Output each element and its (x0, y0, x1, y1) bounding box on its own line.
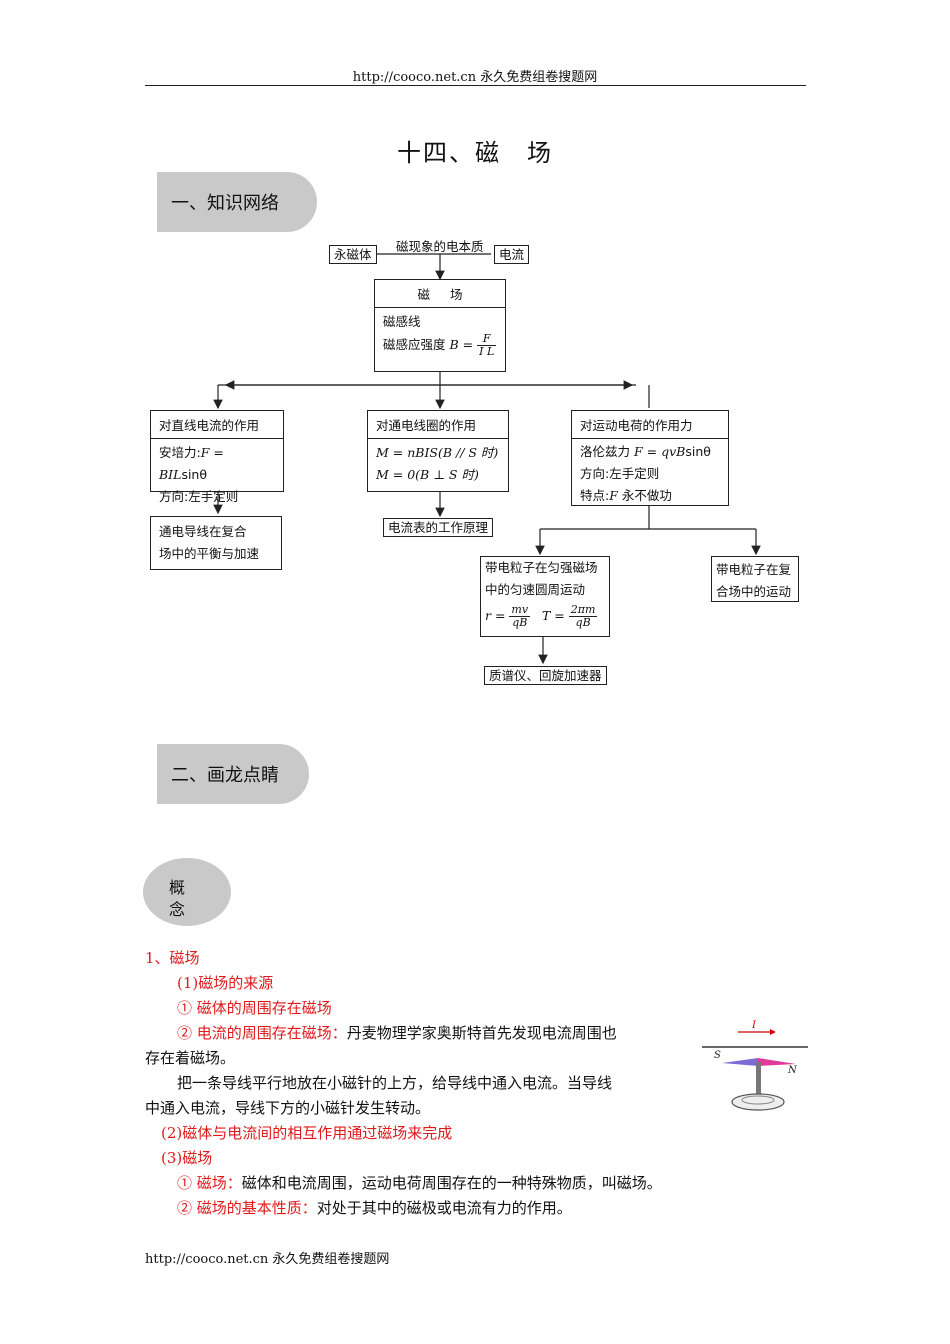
title-part1: 十四、磁 (397, 139, 501, 167)
subheading-field: (3)磁场 (161, 1149, 213, 1167)
title-part2: 场 (527, 139, 553, 167)
oersted-experiment-figure: I S N (702, 1020, 808, 1111)
section-label-knowledge-network: 一、知识网络 (157, 172, 317, 232)
point-field-property: ② 磁场的基本性质：对处于其中的磁极或电流有力的作用。 (177, 1199, 572, 1217)
header-rule (145, 85, 806, 86)
page-header: http://cooco.net.cn 永久免费组卷搜题网 (352, 70, 598, 85)
box-ammeter-principle: 电流表的工作原理 (383, 518, 494, 537)
subheading-interaction: (2)磁体与电流间的相互作用通过磁场来完成 (161, 1124, 453, 1142)
section-label-key-points: 二、画龙点睛 (157, 744, 309, 804)
concept-char1: 概 (169, 878, 186, 897)
box-composite-balance: 通电导线在复合 场中的平衡与加速 (150, 516, 282, 570)
page-title: 十四、磁场 (0, 133, 950, 168)
box-current: 电流 (494, 245, 530, 264)
point-current-field: ② 电流的周围存在磁场：丹麦物理学家奥斯特首先发现电流周围也 (177, 1024, 617, 1042)
page-footer: http://cooco.net.cn 永久免费组卷搜题网 (145, 1252, 390, 1267)
box-moving-charge: 对运动电荷的作用力 洛伦兹力 F = qvBsinθ 方向:左手定则 特点:F … (571, 410, 729, 506)
heading-magnetic-field: 1、磁场 (145, 949, 200, 967)
n-pole-label: N (787, 1065, 798, 1076)
box-uniform-field-bottom (480, 636, 610, 637)
point-field-definition: ① 磁场：磁体和电流周围，运动电荷周围存在的一种特殊物质，叫磁场。 (177, 1174, 662, 1192)
point-magnet-field: ① 磁体的周围存在磁场 (177, 999, 332, 1017)
needle-s-icon (722, 1058, 758, 1066)
box-mass-spectrometer: 质谱仪、回旋加速器 (484, 666, 607, 685)
box-straight-current: 对直线电流的作用 安培力:F = BILsinθ 方向:左手定则 (150, 410, 284, 504)
concept-char2: 念 (169, 900, 186, 919)
point-current-field-cont: 存在着磁场。 (145, 1049, 236, 1067)
paragraph-experiment-cont: 中通入电流，导线下方的小磁针发生转动。 (145, 1099, 431, 1117)
label-electric-nature: 磁现象的电本质 (396, 239, 484, 254)
field-lines-text: 磁感线 (383, 314, 421, 329)
current-label: I (751, 1020, 757, 1031)
diagram-connectors (213, 253, 761, 665)
box-composite-motion: 带电粒子在复 合场中的运动 (711, 556, 799, 602)
paragraph-experiment: 把一条导线平行地放在小磁针的上方，给导线中通入电流。当导线 (177, 1074, 613, 1092)
concept-badge: 概 念 (143, 858, 231, 926)
box-permanent-magnet: 永磁体 (329, 245, 377, 264)
box-coil: 对通电线圈的作用 M = nBIS(B // S 时) M = 0(B ⊥ S … (367, 410, 509, 492)
needle-n-icon (758, 1058, 796, 1066)
subheading-sources: (1)磁场的来源 (177, 974, 274, 992)
s-pole-label: S (714, 1050, 721, 1061)
